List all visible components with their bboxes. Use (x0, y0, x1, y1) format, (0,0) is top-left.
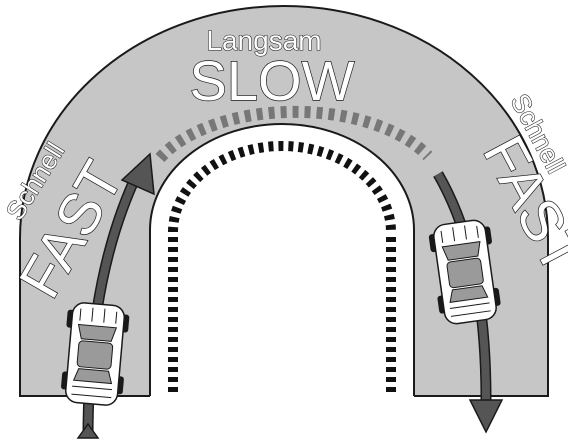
curb-dashes-slow-zone (155, 105, 433, 163)
label-slow-en: SLOW (190, 49, 355, 112)
car-icon (61, 302, 130, 406)
inner-edge (149, 123, 415, 396)
car-icon (428, 219, 501, 325)
inner-infield (150, 124, 414, 398)
curb-dashes-curve-dark (168, 141, 396, 233)
label-slow-de: Langsam (206, 25, 321, 56)
